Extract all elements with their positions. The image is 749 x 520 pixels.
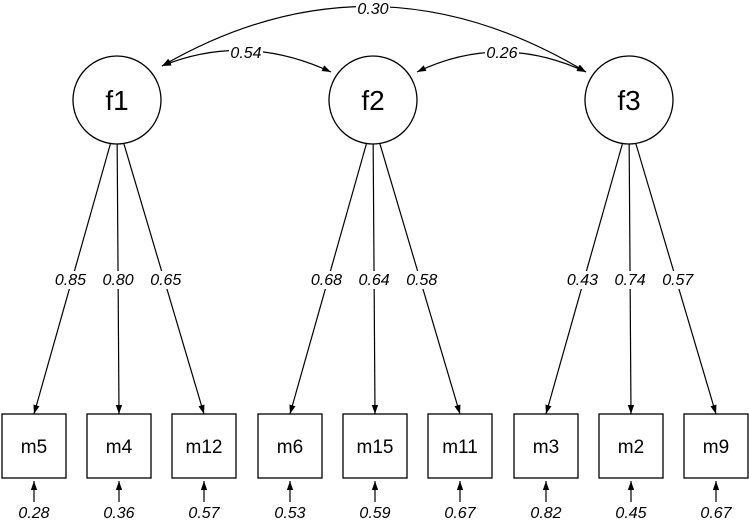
observed-m12-label: m12 bbox=[186, 437, 223, 458]
loading-value-m11: 0.58 bbox=[406, 272, 437, 289]
observed-m5-box bbox=[1, 413, 67, 479]
observed-m3-box bbox=[513, 413, 579, 479]
residual-value-m15: 0.59 bbox=[359, 505, 390, 520]
residual-value-m12: 0.57 bbox=[188, 505, 220, 520]
observed-m3-label: m3 bbox=[533, 437, 559, 458]
covariance-label-bg-f1-f3 bbox=[356, 0, 390, 18]
observed-m2-box bbox=[598, 413, 664, 479]
loading-value-m9: 0.57 bbox=[662, 272, 694, 289]
latent-f2-label: f2 bbox=[361, 85, 384, 116]
loading-label-bg-m9 bbox=[660, 271, 695, 289]
observed-m4-label: m4 bbox=[106, 437, 133, 458]
residual-value-m3: 0.82 bbox=[530, 505, 561, 520]
loading-label-bg-m12 bbox=[148, 271, 183, 289]
observed-m5-label: m5 bbox=[21, 437, 47, 458]
loading-value-m4: 0.80 bbox=[103, 272, 134, 289]
observed-m12-box bbox=[171, 413, 237, 479]
residual-value-m5: 0.28 bbox=[18, 505, 49, 520]
latent-f3-circle bbox=[584, 55, 674, 145]
loading-label-bg-m4 bbox=[101, 271, 136, 289]
observed-m15-box bbox=[342, 413, 408, 479]
loading-label-bg-m3 bbox=[565, 271, 600, 289]
observed-m9-label: m9 bbox=[703, 437, 729, 458]
covariance-value-f1-f3: 0.30 bbox=[357, 1, 388, 18]
loading-value-m6: 0.68 bbox=[311, 272, 342, 289]
loading-label-bg-m11 bbox=[404, 271, 439, 289]
loading-value-m5: 0.85 bbox=[55, 272, 86, 289]
residual-value-m6: 0.53 bbox=[274, 505, 305, 520]
loading-value-m12: 0.65 bbox=[150, 272, 181, 289]
observed-m6-label: m6 bbox=[277, 437, 303, 458]
loading-label-bg-m6 bbox=[309, 271, 344, 289]
loading-label-bg-m5 bbox=[53, 271, 88, 289]
covariance-value-f1-f2: 0.54 bbox=[230, 45, 261, 62]
loading-value-m3: 0.43 bbox=[567, 272, 598, 289]
observed-m11-box bbox=[427, 413, 493, 479]
observed-m11-label: m11 bbox=[442, 437, 478, 458]
latent-f2-circle bbox=[328, 55, 418, 145]
loading-label-bg-m15 bbox=[357, 271, 392, 289]
loading-label-bg-m2 bbox=[613, 271, 648, 289]
residual-value-m2: 0.45 bbox=[615, 505, 646, 520]
residual-value-m4: 0.36 bbox=[103, 505, 134, 520]
observed-m2-label: m2 bbox=[618, 437, 644, 458]
residual-value-m11: 0.67 bbox=[444, 505, 476, 520]
observed-m15-label: m15 bbox=[357, 437, 394, 458]
observed-m6-box bbox=[257, 413, 323, 479]
observed-m4-box bbox=[86, 413, 152, 479]
latent-f1-label: f1 bbox=[105, 85, 128, 116]
covariance-label-bg-f1-f2 bbox=[229, 44, 263, 62]
latent-f3-label: f3 bbox=[617, 85, 640, 116]
loading-value-m15: 0.64 bbox=[359, 272, 390, 289]
residual-value-m9: 0.67 bbox=[700, 505, 732, 520]
latent-f1-circle bbox=[72, 55, 162, 145]
covariance-label-bg-f2-f3 bbox=[485, 44, 519, 62]
covariance-value-f2-f3: 0.26 bbox=[486, 45, 517, 62]
observed-m9-box bbox=[683, 413, 749, 479]
loading-value-m2: 0.74 bbox=[615, 272, 646, 289]
